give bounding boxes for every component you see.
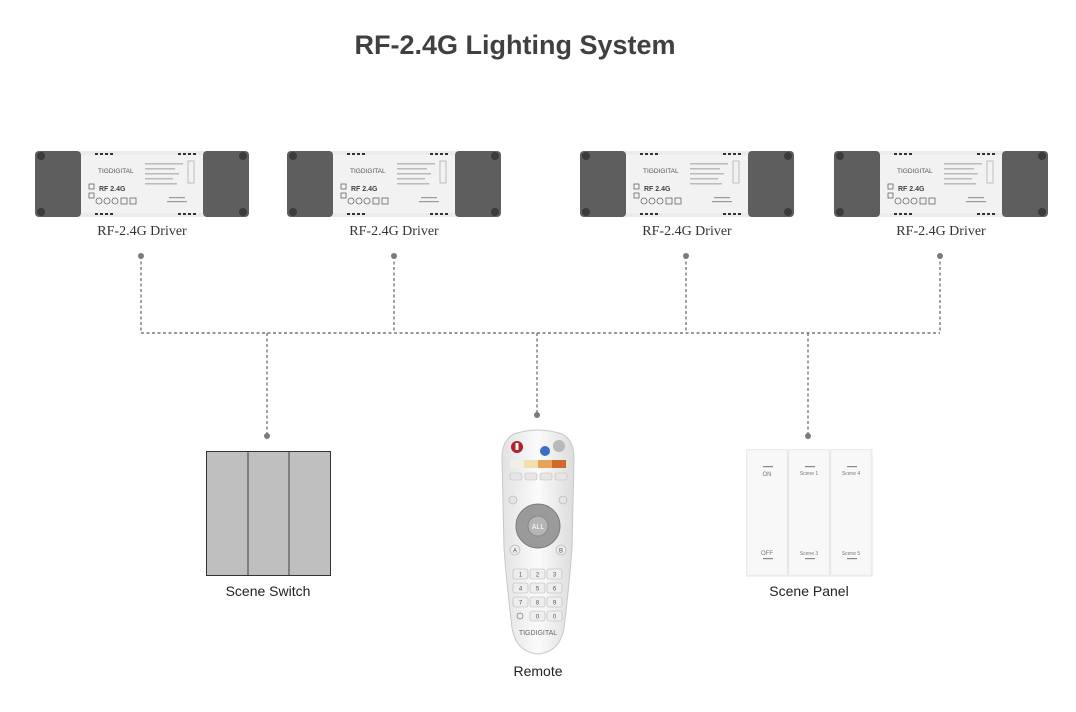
timer-icon [516, 612, 524, 620]
driver-label: RF-2.4G Driver [896, 224, 986, 239]
remote-key [512, 596, 529, 608]
a-button-text: A [513, 549, 517, 555]
remote-key-label: 6 [553, 587, 557, 593]
panel-btn-scene-5: Scene 5 [842, 551, 861, 557]
remote-key-label: 1 [519, 573, 523, 579]
remote-key [546, 596, 563, 608]
driver-unit: TIGDIGITAL RF 2.4G [285, 149, 503, 219]
remote-key-label: 9 [553, 601, 557, 607]
driver-unit: TIGDIGITAL RF 2.4G [832, 149, 1050, 219]
remote-key-label: 0 [536, 615, 540, 621]
driver-label: RF-2.4G Driver [349, 224, 439, 239]
b-button-text: B [559, 549, 563, 555]
scene-switch [206, 451, 331, 576]
remote-key [546, 568, 563, 580]
remote-key [546, 582, 563, 594]
remote-key-label: 3 [553, 573, 557, 579]
junction-dot [534, 412, 540, 418]
remote-key-label: 2 [536, 573, 540, 579]
remote-key [529, 596, 546, 608]
remote-label: Remote [513, 663, 563, 679]
remote-brand: TIGDIGITAL [519, 630, 557, 637]
scene-panel-label: Scene Panel [769, 583, 849, 599]
page-title: RF-2.4G Lighting System [354, 30, 676, 60]
remote-key [529, 610, 546, 622]
junction-dot [391, 253, 397, 259]
remote-key [512, 568, 529, 580]
remote-key [529, 582, 546, 594]
junction-dot [937, 253, 943, 259]
driver-brand: TIGDIGITAL [643, 168, 679, 175]
remote-key-label: 0 [553, 615, 557, 621]
remote-key-label: 8 [536, 601, 540, 607]
scene-switch-label: Scene Switch [225, 583, 311, 599]
junction-dot [805, 433, 811, 439]
remote-key [529, 568, 546, 580]
remote-control: ALL A B 1 2 3 4 5 6 7 8 9 0 0 TIGDIGITAL [501, 429, 575, 655]
driver-brand: TIGDIGITAL [98, 168, 134, 175]
driver-model: RF 2.4G [351, 186, 378, 193]
driver-brand: TIGDIGITAL [350, 168, 386, 175]
panel-btn-scene-1: Scene 1 [800, 471, 819, 477]
remote-key-label: 5 [536, 587, 540, 593]
mode-button [540, 446, 550, 456]
panel-btn-off: OFF [761, 551, 773, 557]
driver-model: RF 2.4G [99, 186, 126, 193]
driver-label: RF-2.4G Driver [97, 224, 187, 239]
remote-key [512, 582, 529, 594]
remote-key [546, 610, 563, 622]
remote-key-label: 7 [519, 601, 523, 607]
junction-dot [138, 253, 144, 259]
settings-button [553, 440, 565, 452]
driver-unit: TIGDIGITAL RF 2.4G [578, 149, 796, 219]
junction-dot [683, 253, 689, 259]
panel-btn-scene-4: Scene 4 [842, 471, 861, 477]
driver-model: RF 2.4G [898, 186, 925, 193]
panel-btn-scene-3: Scene 3 [800, 551, 819, 557]
remote-key-label: 4 [519, 587, 523, 593]
junction-dot [264, 433, 270, 439]
all-button [527, 515, 549, 537]
driver-label: RF-2.4G Driver [642, 224, 732, 239]
panel-btn-on: ON [763, 472, 772, 478]
driver-unit: TIGDIGITAL RF 2.4G [33, 149, 251, 219]
driver-brand: TIGDIGITAL [897, 168, 933, 175]
scene-panel: ON Scene 1 Scene 4 OFF Scene 3 Scene 5 [746, 449, 873, 577]
driver-model: RF 2.4G [644, 186, 671, 193]
all-button-text: ALL [532, 524, 545, 531]
